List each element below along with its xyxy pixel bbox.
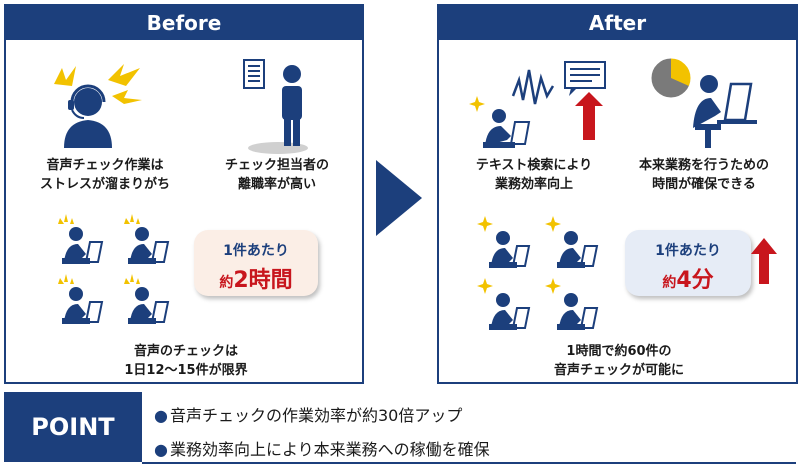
increase-arrow-icon — [751, 238, 777, 284]
point-item-core-work: ●業務効率向上により本来業務への稼働を確保 — [154, 440, 490, 459]
after-title: After — [439, 6, 796, 40]
point-divider — [142, 462, 796, 464]
after-panel: After テキスト検索により業務効率向上 本来業務を行うための時間が確保できる — [437, 4, 798, 384]
text-search-icon — [469, 61, 606, 148]
after-caption-search: テキスト検索により業務効率向上 — [475, 158, 593, 192]
bullet-icon: ● — [154, 406, 168, 425]
workers-group-icon — [57, 213, 169, 325]
point-label: POINT — [4, 392, 142, 462]
before-time-bubble: 1件あたり 約2時間 — [194, 230, 318, 296]
before-caption-stress: 音声チェック作業はストレスが溜まりがち — [39, 158, 170, 192]
bullet-icon: ● — [154, 440, 168, 459]
after-time-bubble: 1件あたり 約4分 — [625, 230, 751, 296]
after-caption-time: 本来業務を行うための時間が確保できる — [638, 158, 769, 192]
transition-arrow-icon — [376, 160, 422, 236]
efficient-workers-icon — [476, 215, 598, 331]
stressed-operator-icon — [54, 64, 142, 148]
resigning-employee-icon — [243, 59, 308, 154]
before-caption-turnover: チェック担当者の離職率が高い — [224, 158, 329, 192]
core-work-icon — [650, 57, 757, 148]
before-title: Before — [6, 6, 362, 40]
after-caption-capacity: 1時間で約60件の音声チェックが可能に — [553, 344, 684, 378]
before-panel: Before 音声チェック作業はストレスが溜まりがち チェック担当者の離職率が高… — [4, 4, 364, 384]
point-item-efficiency: ●音声チェックの作業効率が約30倍アップ — [154, 406, 463, 425]
